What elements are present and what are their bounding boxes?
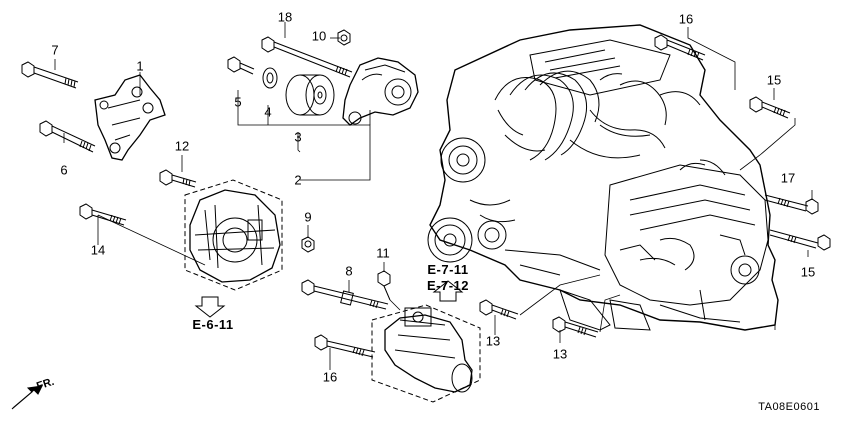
nut-9	[301, 236, 315, 253]
callout-10[interactable]: 10	[311, 28, 327, 44]
callout-4[interactable]: 4	[264, 104, 272, 120]
callout-15[interactable]: 15	[766, 72, 782, 88]
callout-13[interactable]: 13	[485, 333, 501, 349]
callout-1[interactable]: 1	[136, 58, 144, 74]
bolt-5	[227, 56, 255, 75]
bolt-6	[39, 120, 96, 153]
nut-10	[337, 29, 351, 46]
callout-6[interactable]: 6	[60, 162, 68, 178]
front-arrow-icon	[11, 385, 43, 410]
bolt-18	[261, 36, 353, 78]
arrow-up-icon	[432, 280, 464, 302]
callout-18[interactable]: 18	[277, 9, 293, 25]
callout-14[interactable]: 14	[90, 242, 106, 258]
bolt-13-left	[479, 299, 519, 320]
starter-reference-link-1[interactable]: E-7-11	[427, 262, 469, 277]
engine-assembly	[427, 24, 779, 331]
alternator-reference-link[interactable]: E-6-11	[192, 317, 234, 332]
leader-lines	[54, 22, 813, 370]
bolt-11	[377, 270, 391, 301]
callout-8[interactable]: 8	[345, 263, 353, 279]
callout-17[interactable]: 17	[780, 170, 796, 186]
callout-13[interactable]: 13	[552, 346, 568, 362]
callout-15[interactable]: 15	[800, 264, 816, 280]
callout-11[interactable]: 11	[376, 245, 390, 261]
starter-motor	[384, 307, 473, 393]
arrow-down-icon	[194, 296, 226, 318]
bolt-15-upper	[749, 96, 791, 119]
bolt-12	[159, 169, 197, 188]
starter-group-outline	[371, 304, 481, 403]
bolt-17	[764, 194, 819, 215]
tensioner-2	[342, 57, 419, 126]
washer-4	[262, 67, 278, 89]
callout-2[interactable]: 2	[294, 172, 302, 188]
bolt-16-lower	[314, 334, 376, 358]
callout-16[interactable]: 16	[322, 369, 338, 385]
bolt-13-right	[552, 316, 599, 338]
idler-pulley-3	[285, 74, 335, 116]
callout-12[interactable]: 12	[174, 138, 190, 154]
alternator	[189, 189, 281, 283]
diagram-code: TA08E0601	[758, 401, 820, 413]
callout-16[interactable]: 16	[678, 11, 694, 27]
alternator-group-outline	[184, 179, 283, 291]
bolt-15-lower	[769, 229, 831, 251]
bolt-7	[21, 61, 79, 89]
callout-9[interactable]: 9	[304, 209, 312, 225]
callout-5[interactable]: 5	[234, 94, 242, 110]
callout-7[interactable]: 7	[51, 42, 59, 58]
bolt-16-upper	[654, 34, 706, 61]
bolt-8	[301, 279, 389, 310]
engine-bracket	[94, 74, 166, 161]
starter-reference-link-2[interactable]: E-7-12	[426, 278, 470, 293]
bolt-14	[79, 203, 127, 226]
callout-3[interactable]: 3	[294, 129, 302, 145]
